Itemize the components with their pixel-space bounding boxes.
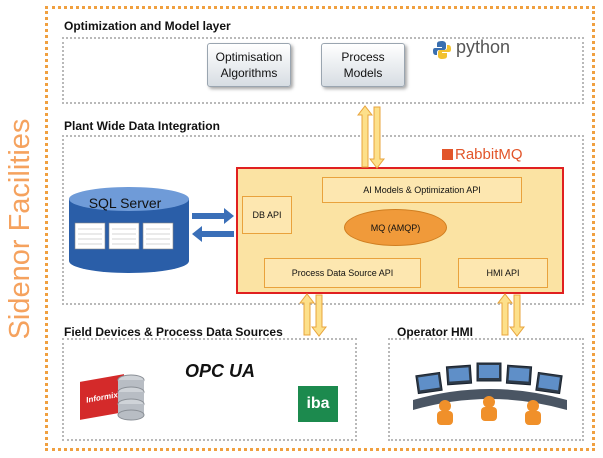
field-devices-layer-title: Field Devices & Process Data Sources (64, 325, 283, 339)
process-models-box: Process Models (321, 43, 405, 87)
control-room-icon (413, 362, 567, 425)
database-stack-icon (117, 374, 145, 421)
facilities-frame (45, 6, 595, 451)
python-icon (433, 41, 451, 59)
sql-server-database-icon (69, 187, 189, 273)
operator-hmi-layer-title: Operator HMI (397, 325, 474, 339)
field-devices-layer (62, 338, 357, 441)
ai-models-api-box: AI Models & Optimization API (322, 177, 522, 203)
process-data-source-api-box: Process Data Source API (264, 258, 421, 288)
sql-server-label: SQL Server (88, 195, 162, 211)
opc-ua-logo: OPC UA (184, 361, 255, 381)
mq-amqp-ellipse: MQ (AMQP) (344, 209, 447, 246)
iba-logo: iba (298, 386, 338, 422)
rabbitmq-logo: RabbitMQ (455, 146, 523, 163)
optimization-layer-title: Optimization and Model layer (64, 19, 231, 33)
rabbitmq-icon (442, 149, 453, 160)
python-logo: python (456, 37, 511, 57)
integration-layer-title: Plant Wide Data Integration (64, 119, 220, 133)
hmi-api-box: HMI API (458, 258, 548, 288)
facilities-title: Sidenor Facilities (4, 118, 36, 340)
hmi-integration-arrow (496, 293, 526, 337)
optimization-layer (62, 37, 584, 104)
operator-hmi-layer (388, 338, 584, 441)
db-api-box: DB API (242, 196, 292, 234)
optimization-integration-arrow (356, 105, 386, 169)
field-integration-arrow (298, 293, 328, 337)
integration-layer (62, 135, 584, 305)
optimisation-algorithms-box: Optimisation Algorithms (207, 43, 291, 87)
sql-core-arrows (192, 208, 234, 242)
